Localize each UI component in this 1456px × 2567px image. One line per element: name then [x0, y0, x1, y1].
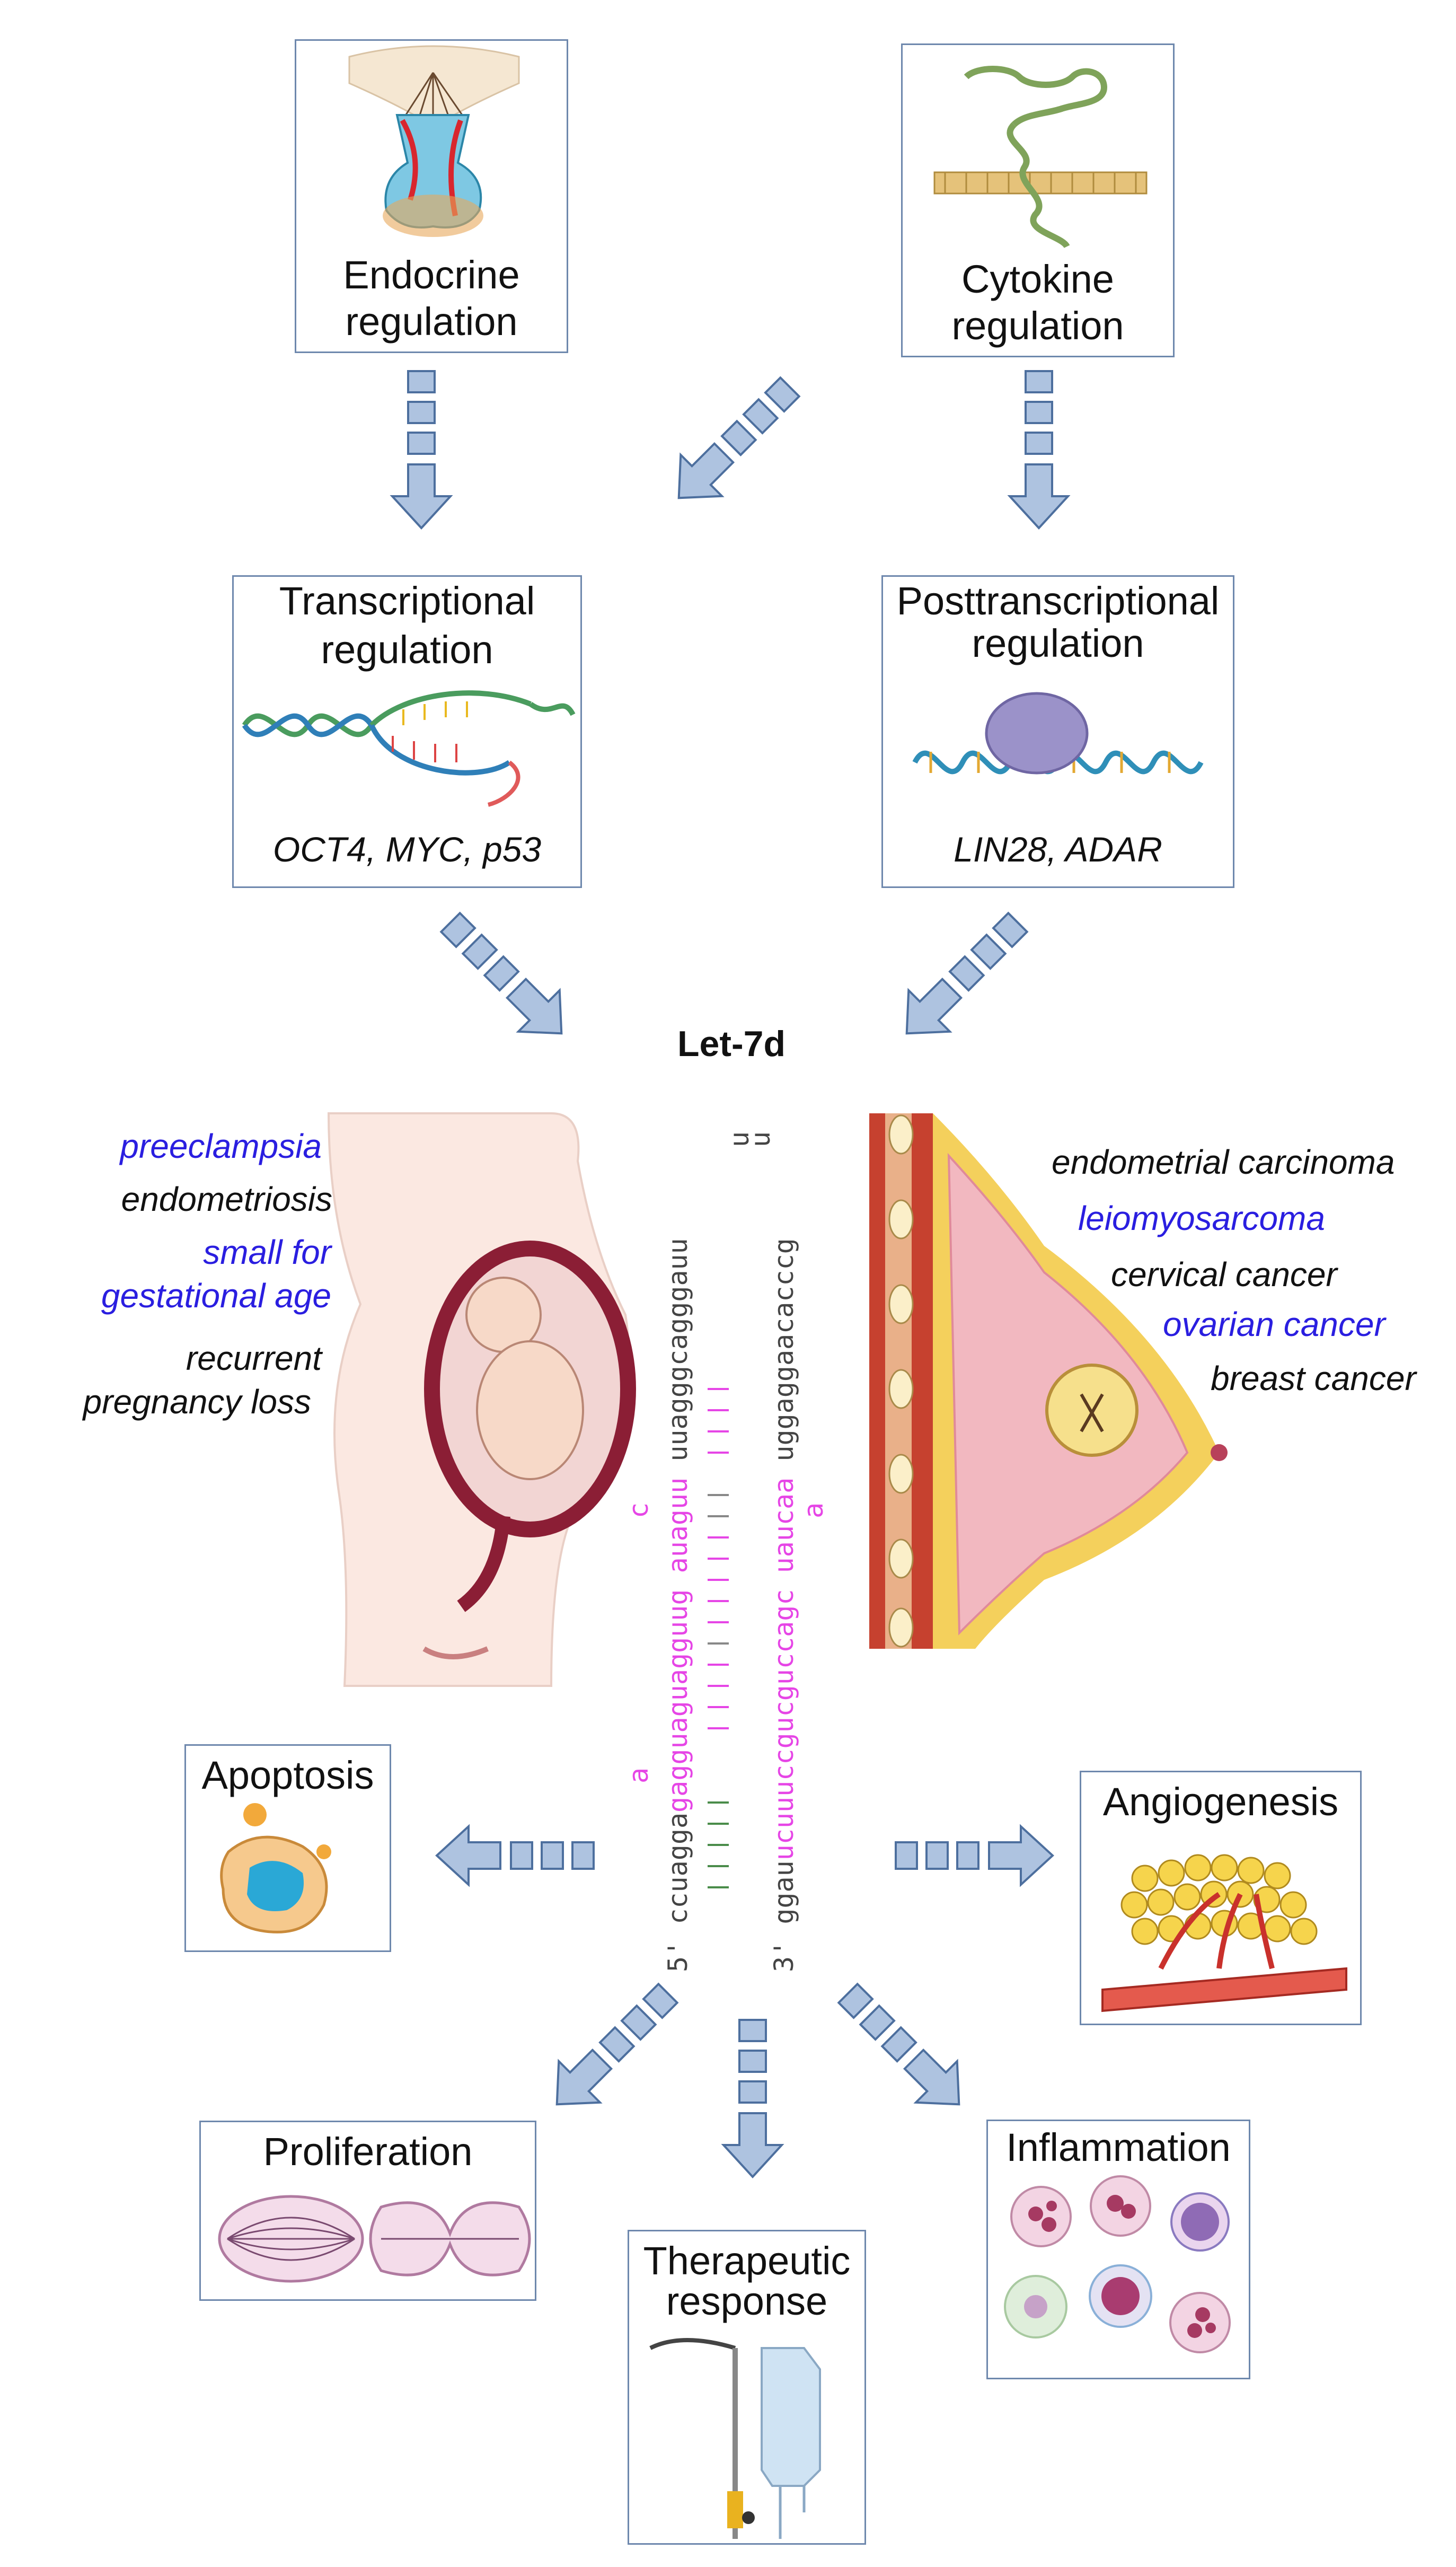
apoptotic-cell-illustration — [220, 1803, 331, 1933]
arrow-to-inflammation — [827, 1983, 1007, 2163]
condition-gestational-age: gestational age — [101, 1277, 331, 1315]
endocrine-title-line2: regulation — [345, 300, 518, 344]
arrow-endocrine-to-transcriptional — [391, 370, 452, 529]
therapeutic-box: Therapeutic response — [628, 2230, 866, 2545]
apoptosis-box: Apoptosis — [184, 1744, 391, 1952]
arrow-to-therapeutic — [722, 2019, 783, 2178]
breast-cancer-illustration — [869, 1113, 1228, 1649]
posttranscriptional-genes: LIN28, ADAR — [954, 830, 1162, 869]
cancer-leiomyosarcoma: leiomyosarcoma — [1078, 1199, 1325, 1237]
therapeutic-title-line2: response — [666, 2279, 828, 2323]
cytokine-title-line1: Cytokine — [961, 257, 1114, 301]
arrow-transcriptional-to-let7d — [429, 912, 610, 1092]
cell-division-illustration — [218, 2195, 531, 2283]
transcriptional-title-line1: Transcriptional — [279, 579, 535, 623]
transcriptional-box: Transcriptional regulation OCT4, MYC, p5… — [232, 575, 582, 888]
immune-cells-illustration — [1004, 2175, 1231, 2353]
cancer-ovarian: ovarian cancer — [1163, 1305, 1386, 1343]
arrow-cytokine-to-posttranscriptional — [1009, 370, 1069, 529]
condition-small-for: small for — [203, 1233, 331, 1271]
condition-endometriosis: endometriosis — [121, 1180, 332, 1218]
condition-recurrent: recurrent — [186, 1339, 322, 1377]
pituitary-illustration — [348, 45, 520, 237]
apoptosis-title: Apoptosis — [201, 1753, 374, 1797]
posttranscriptional-title-line2: regulation — [972, 621, 1144, 665]
angiogenesis-box: Angiogenesis — [1080, 1771, 1362, 2025]
hairpin-bulge-c: c — [623, 1502, 655, 1519]
arrow-cytokine-to-transcriptional — [625, 376, 806, 557]
iv-drip-illustration — [649, 2338, 821, 2539]
proliferation-title: Proliferation — [263, 2130, 473, 2174]
receptor-illustration — [933, 66, 1148, 249]
condition-pregnancy-loss: pregnancy loss — [83, 1383, 311, 1421]
endocrine-title-line1: Endocrine — [343, 253, 520, 297]
transcriptional-title-line2: regulation — [321, 628, 493, 672]
transcriptional-genes: OCT4, MYC, p53 — [272, 830, 542, 869]
cytokine-box: Cytokine regulation — [901, 43, 1175, 357]
hairpin-bulge-a1: a — [623, 1767, 655, 1784]
therapeutic-title-line1: Therapeutic — [643, 2239, 851, 2283]
inflammation-title: Inflammation — [1006, 2125, 1231, 2169]
posttranscriptional-box: Posttranscriptional regulation LIN28, AD… — [881, 575, 1234, 888]
arrow-to-angiogenesis — [895, 1825, 1054, 1886]
proliferation-box: Proliferation — [199, 2121, 536, 2301]
pregnancy-illustration — [327, 1112, 636, 1687]
ribosome-rna-illustration — [912, 692, 1204, 775]
let7d-title: Let-7d — [677, 1024, 786, 1064]
endocrine-box: Endocrine regulation — [295, 39, 568, 353]
let7d-hairpin: 5' ccuaggagagguaguagguug auaguu uuagggca… — [623, 1113, 829, 1972]
condition-preeclampsia: preeclampsia — [120, 1127, 322, 1165]
angiogenesis-title: Angiogenesis — [1102, 1780, 1339, 1824]
cancer-breast: breast cancer — [1211, 1359, 1416, 1397]
cytokine-title-line2: regulation — [951, 304, 1124, 348]
posttranscriptional-title-line1: Posttranscriptional — [896, 579, 1220, 623]
inflammation-box: Inflammation — [986, 2120, 1250, 2379]
cancer-endometrial-carcinoma: endometrial carcinoma — [1052, 1143, 1395, 1181]
hairpin-base-pair-ticks — [708, 1388, 729, 1888]
cancer-cervical: cervical cancer — [1111, 1255, 1337, 1294]
dna-transcription-illustration — [242, 690, 576, 807]
arrow-to-apoptosis — [436, 1825, 595, 1886]
arrow-posttranscriptional-to-let7d — [859, 912, 1039, 1092]
tumor-vessel-illustration — [1101, 1854, 1347, 2012]
